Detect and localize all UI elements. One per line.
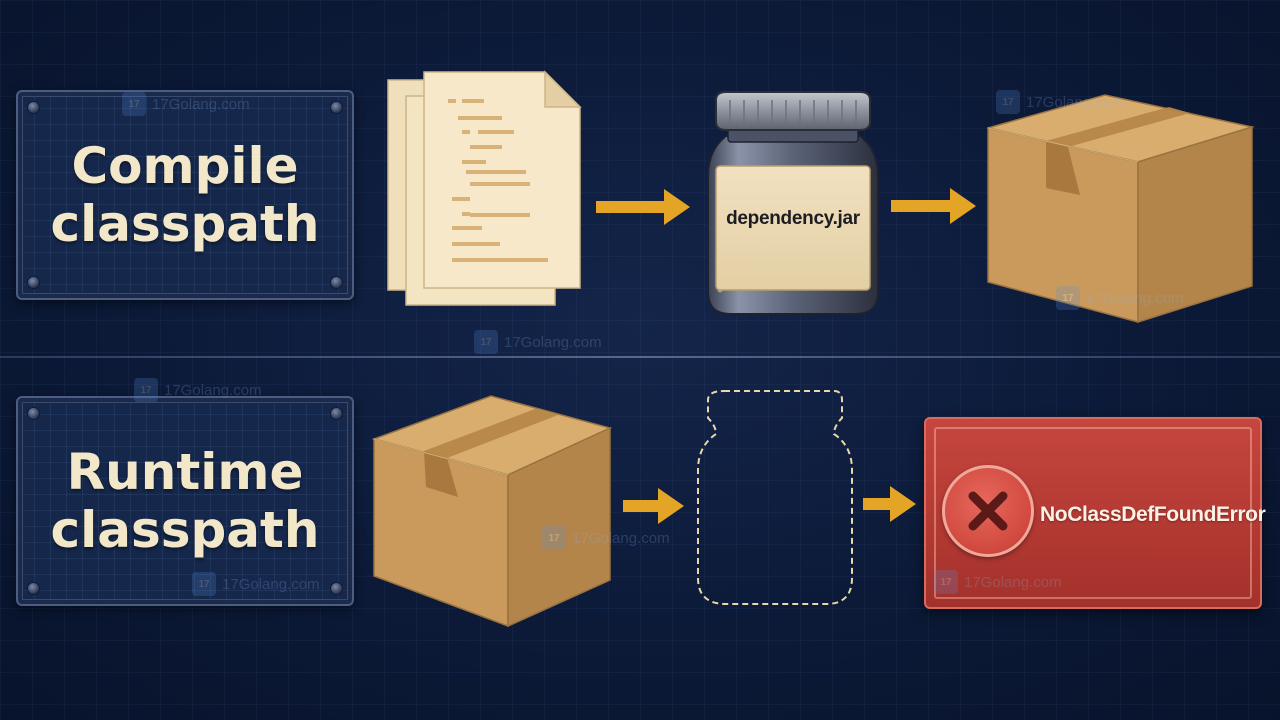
watermark-logo-icon: 17 bbox=[134, 378, 158, 402]
error-x-icon bbox=[942, 465, 1034, 557]
rivet-icon bbox=[27, 101, 40, 114]
watermark: 17 17Golang.com bbox=[996, 90, 1124, 114]
x-mark-icon bbox=[968, 491, 1008, 531]
arrow-icon bbox=[623, 488, 684, 524]
runtime-title-line-1: Runtime bbox=[66, 443, 304, 501]
runtime-title-line-2: classpath bbox=[50, 501, 320, 559]
watermark-logo-icon: 17 bbox=[542, 526, 566, 550]
watermark-logo-icon: 17 bbox=[192, 572, 216, 596]
watermark-text: 17Golang.com bbox=[164, 381, 262, 399]
watermark-text: 17Golang.com bbox=[572, 529, 670, 547]
watermark: 17 17Golang.com bbox=[542, 526, 670, 550]
watermark-logo-icon: 17 bbox=[996, 90, 1020, 114]
rivet-icon bbox=[27, 407, 40, 420]
package-box-icon bbox=[371, 395, 613, 628]
rivet-icon bbox=[330, 101, 343, 114]
document-stack-icon bbox=[387, 70, 582, 306]
rivet-icon bbox=[330, 407, 343, 420]
watermark: 17 17Golang.com bbox=[474, 330, 602, 354]
error-message: NoClassDefFoundError bbox=[1040, 503, 1266, 526]
compile-title-line-2: classpath bbox=[50, 195, 320, 253]
rivet-icon bbox=[27, 276, 40, 289]
error-panel: NoClassDefFoundError bbox=[924, 417, 1266, 609]
compile-classpath-panel: Compile classpath bbox=[16, 90, 354, 300]
runtime-classpath-panel: Runtime classpath bbox=[16, 396, 354, 606]
compile-title-line-1: Compile bbox=[71, 137, 299, 195]
watermark-text: 17Golang.com bbox=[964, 573, 1062, 591]
watermark-logo-icon: 17 bbox=[474, 330, 498, 354]
watermark: 17 17Golang.com bbox=[192, 572, 320, 596]
watermark-logo-icon: 17 bbox=[934, 570, 958, 594]
package-box-icon bbox=[987, 94, 1255, 324]
rivet-icon bbox=[330, 276, 343, 289]
runtime-classpath-title: Runtime classpath bbox=[35, 443, 335, 559]
arrow-icon bbox=[891, 188, 976, 224]
watermark: 17 17Golang.com bbox=[122, 92, 250, 116]
arrow-icon bbox=[596, 189, 690, 225]
watermark-logo-icon: 17 bbox=[122, 92, 146, 116]
arrow-icon bbox=[863, 486, 916, 522]
watermark-text: 17Golang.com bbox=[1026, 93, 1124, 111]
watermark-text: 17Golang.com bbox=[504, 333, 602, 351]
watermark: 17 17Golang.com bbox=[134, 378, 262, 402]
watermark: 17 17Golang.com bbox=[1056, 286, 1184, 310]
rivet-icon bbox=[330, 582, 343, 595]
row-divider bbox=[0, 356, 1280, 358]
watermark-text: 17Golang.com bbox=[222, 575, 320, 593]
watermark: 17 17Golang.com bbox=[934, 570, 1062, 594]
watermark-text: 17Golang.com bbox=[1086, 289, 1184, 307]
rivet-icon bbox=[27, 582, 40, 595]
missing-jar-outline-icon bbox=[697, 390, 853, 605]
watermark-text: 17Golang.com bbox=[152, 95, 250, 113]
error-panel-border bbox=[934, 427, 1252, 599]
watermark-logo-icon: 17 bbox=[1056, 286, 1080, 310]
compile-classpath-title: Compile classpath bbox=[35, 137, 335, 253]
jar-icon bbox=[707, 91, 879, 315]
jar-label: dependency.jar bbox=[726, 208, 860, 229]
